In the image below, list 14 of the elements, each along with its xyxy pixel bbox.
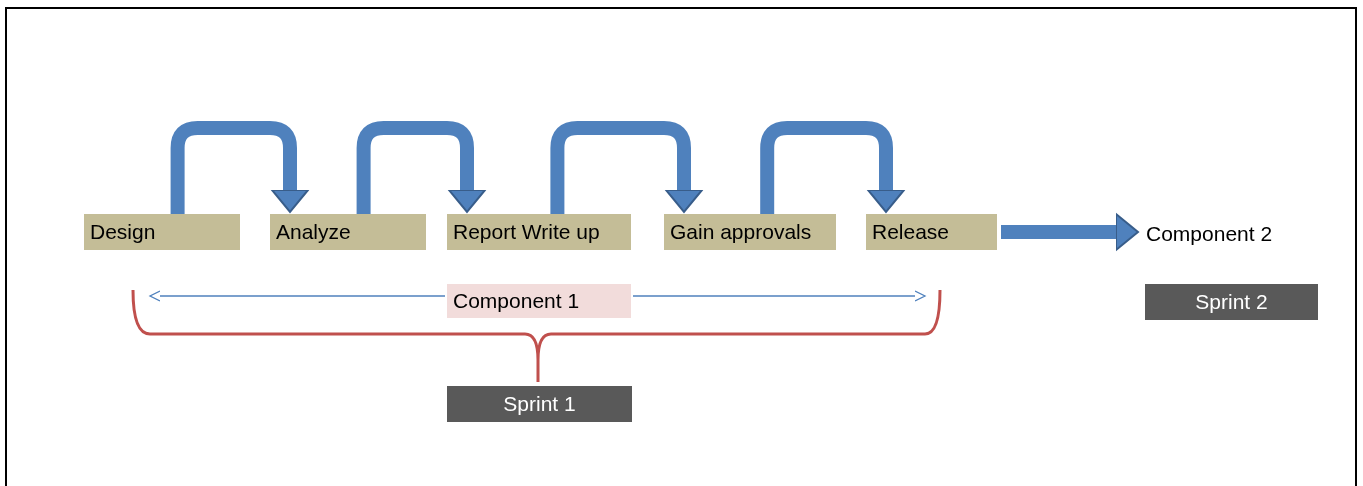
process-box: Gain approvals — [664, 214, 836, 250]
arrow — [356, 121, 486, 214]
arrow — [1001, 213, 1139, 251]
component-label: Component 2 — [1140, 216, 1310, 252]
process-box: Release — [866, 214, 997, 250]
sprint-box: Sprint 2 — [1145, 284, 1318, 320]
sprint-box: Sprint 1 — [447, 386, 632, 422]
process-box: Design — [84, 214, 240, 250]
component-box: Component 1 — [447, 284, 631, 318]
process-box: Analyze — [270, 214, 426, 250]
arrow — [170, 121, 309, 214]
arrow — [550, 121, 703, 214]
process-box: Report Write up — [447, 214, 631, 250]
arrow — [760, 121, 905, 214]
